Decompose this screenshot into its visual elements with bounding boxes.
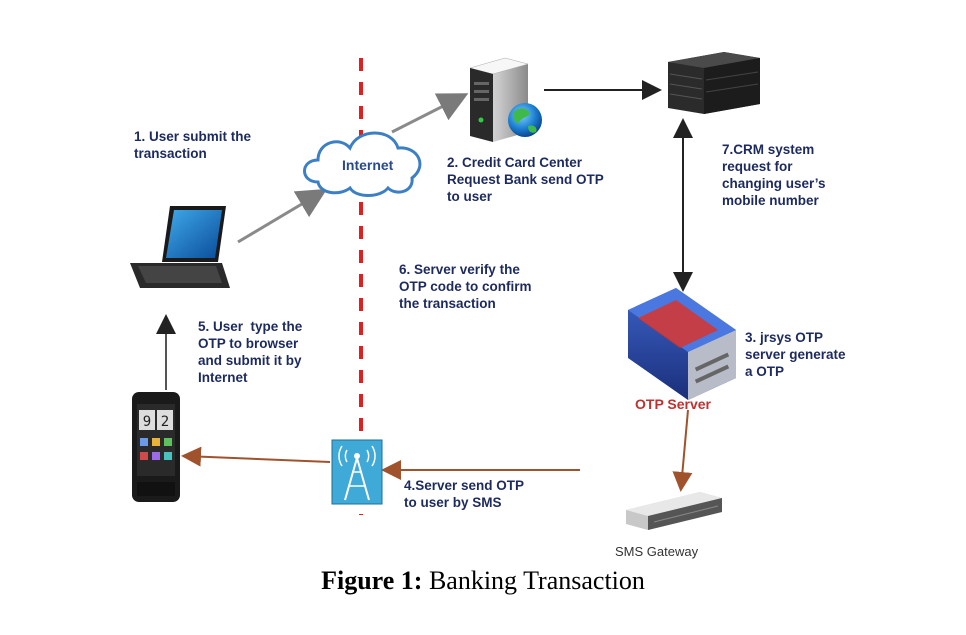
internet-label: Internet [342,157,394,173]
arrow-laptop-to-internet [237,188,328,244]
sms-gateway-label: SMS Gateway [615,544,699,559]
arrow-tower-to-phone [181,446,331,467]
step5-label: 5. User type the OTP to browser and subm… [198,319,303,385]
otp-server-icon [628,288,736,400]
sms-gateway-icon [626,492,722,530]
caption-text: Banking Transaction [422,566,645,595]
caption-prefix: Figure 1: [321,566,423,595]
otp-server-label: OTP Server [635,396,712,412]
svg-text:9: 9 [143,414,151,430]
crm-server-icon [668,52,760,114]
arrow-otp-to-sms-gateway [672,409,693,492]
cell-tower-icon [331,439,383,505]
globe-icon [508,103,542,137]
cloud-icon [303,131,422,197]
step1-label: 1. User submit the transaction [134,129,252,161]
step7-label: 7.CRM system request for changing user’s… [722,142,826,208]
arrow-internet-to-server [391,93,469,134]
step3-label: 3. jrsys OTP server generate a OTP [745,330,846,379]
svg-text:2: 2 [161,414,169,430]
figure-caption: Figure 1: Banking Transaction [0,566,966,596]
step6-label: 6. Server verify the OTP code to confirm… [399,262,532,311]
step4-label: 4.Server send OTP to user by SMS [404,478,525,510]
smartphone-icon: 9 2 [132,392,180,502]
laptop-icon [130,206,230,288]
step2-label: 2. Credit Card Center Request Bank send … [447,155,604,204]
